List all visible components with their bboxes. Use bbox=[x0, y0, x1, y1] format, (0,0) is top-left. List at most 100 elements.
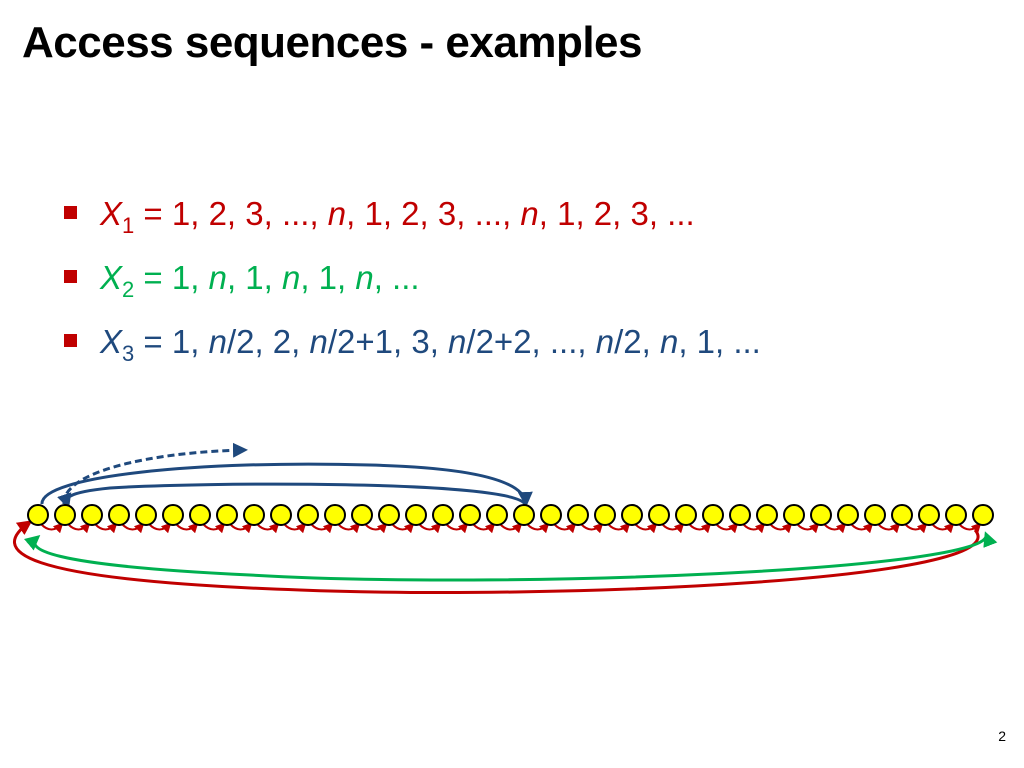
node-circle bbox=[756, 504, 778, 526]
node-circle bbox=[486, 504, 508, 526]
node-circle bbox=[513, 504, 535, 526]
node-circle bbox=[675, 504, 697, 526]
node-circle bbox=[621, 504, 643, 526]
sequence-subscript: 2 bbox=[122, 277, 135, 302]
sequential-arc bbox=[310, 522, 334, 534]
sequential-arcs bbox=[40, 522, 982, 534]
sequence-term-n: n bbox=[595, 323, 615, 360]
sequence-variable: X3 bbox=[100, 323, 135, 366]
interleave-arc-blue-lower bbox=[57, 482, 527, 509]
sequential-arc bbox=[796, 522, 820, 534]
node-circle bbox=[108, 504, 130, 526]
node-circle bbox=[297, 504, 319, 526]
node-circle bbox=[162, 504, 184, 526]
node-circle bbox=[189, 504, 211, 526]
sequential-arc bbox=[337, 522, 361, 534]
node-circle bbox=[324, 504, 346, 526]
sequence-term-n: n bbox=[355, 259, 374, 296]
sequential-arc bbox=[67, 522, 91, 534]
sequence-text: , 1, bbox=[300, 259, 356, 296]
node-circle bbox=[405, 504, 427, 526]
sequence-text: /2, 2, bbox=[226, 323, 310, 360]
sequential-arc bbox=[445, 522, 469, 534]
sequential-arc bbox=[202, 522, 226, 534]
sequential-arc bbox=[499, 522, 523, 534]
node-circle bbox=[594, 504, 616, 526]
square-bullet-icon bbox=[64, 334, 77, 347]
node-circle bbox=[702, 504, 724, 526]
interleave-arc-blue-dashed bbox=[62, 442, 248, 505]
bullet-x2: X2 = 1, n, 1, n, 1, n, ... bbox=[62, 252, 761, 316]
sequence-term-n: n bbox=[659, 323, 679, 360]
sequence-term-n: n bbox=[281, 259, 301, 296]
sequential-arc bbox=[364, 522, 388, 534]
sequence-x2: X2 = 1, n, 1, n, 1, n, ... bbox=[100, 259, 420, 302]
node-circle bbox=[810, 504, 832, 526]
sequence-text: /2, bbox=[614, 323, 660, 360]
node-circle bbox=[972, 504, 994, 526]
sequential-arc bbox=[40, 522, 64, 534]
sequential-arc bbox=[418, 522, 442, 534]
sequence-subscript: 3 bbox=[122, 341, 135, 366]
sequential-arc bbox=[850, 522, 874, 534]
sequential-arc bbox=[634, 522, 658, 534]
node-row bbox=[27, 504, 994, 526]
sequence-text: /2+1, 3, bbox=[327, 323, 449, 360]
sequence-term-n: n bbox=[309, 323, 328, 360]
bullet-x3: X3 = 1, n/2, 2, n/2+1, 3, n/2+2, ..., n/… bbox=[62, 316, 761, 380]
sequence-term-n: n bbox=[520, 195, 539, 232]
sequence-variable: X1 bbox=[100, 195, 135, 238]
sequence-variable: X2 bbox=[100, 259, 135, 302]
sequential-arc bbox=[769, 522, 793, 534]
sequence-term-n: n bbox=[327, 195, 347, 232]
square-bullet-icon bbox=[64, 206, 77, 219]
sequential-arc bbox=[688, 522, 712, 534]
sequential-arc bbox=[958, 522, 982, 534]
node-circle bbox=[540, 504, 562, 526]
sequence-text: = 1, bbox=[134, 259, 209, 296]
access-diagram bbox=[13, 442, 998, 594]
sequential-arc bbox=[148, 522, 172, 534]
sequential-arc bbox=[823, 522, 847, 534]
sequential-arc bbox=[553, 522, 577, 534]
square-bullet-icon bbox=[64, 270, 77, 283]
sequential-arc bbox=[256, 522, 280, 534]
node-circle bbox=[243, 504, 265, 526]
sequential-arc bbox=[94, 522, 118, 534]
sequential-arc bbox=[661, 522, 685, 534]
node-circle bbox=[729, 504, 751, 526]
wraparound-arc-red bbox=[13, 520, 980, 594]
sequence-text: , 1, 2, 3, ... bbox=[538, 195, 695, 232]
node-circle bbox=[27, 504, 49, 526]
sequential-arc bbox=[607, 522, 631, 534]
node-circle bbox=[864, 504, 886, 526]
sequence-term-n: n bbox=[208, 259, 227, 296]
node-circle bbox=[351, 504, 373, 526]
sequence-term-n: n bbox=[448, 323, 467, 360]
sequential-arc bbox=[283, 522, 307, 534]
sequence-subscript: 1 bbox=[122, 213, 135, 238]
node-circle bbox=[81, 504, 103, 526]
node-circle bbox=[135, 504, 157, 526]
node-circle bbox=[648, 504, 670, 526]
node-circle bbox=[918, 504, 940, 526]
node-circle bbox=[54, 504, 76, 526]
sequential-arc bbox=[904, 522, 928, 534]
sequence-text: /2+2, ..., bbox=[466, 323, 596, 360]
sequence-text: , 1, bbox=[226, 259, 282, 296]
node-circle bbox=[270, 504, 292, 526]
sequential-arc bbox=[877, 522, 901, 534]
sequential-arc bbox=[229, 522, 253, 534]
sequence-term-n: n bbox=[208, 323, 227, 360]
node-circle bbox=[567, 504, 589, 526]
sequential-arc bbox=[931, 522, 955, 534]
bullet-x1: X1 = 1, 2, 3, ..., n, 1, 2, 3, ..., n, 1… bbox=[62, 188, 761, 252]
sequential-arc bbox=[526, 522, 550, 534]
sequence-text: , 1, ... bbox=[678, 323, 761, 360]
bullet-list: X1 = 1, 2, 3, ..., n, 1, 2, 3, ..., n, 1… bbox=[62, 188, 761, 380]
node-circle bbox=[459, 504, 481, 526]
sequential-arc bbox=[175, 522, 199, 534]
slide-title: Access sequences - examples bbox=[22, 18, 643, 67]
sequence-x3: X3 = 1, n/2, 2, n/2+1, 3, n/2+2, ..., n/… bbox=[100, 323, 761, 366]
alternate-arc-green bbox=[23, 531, 998, 582]
